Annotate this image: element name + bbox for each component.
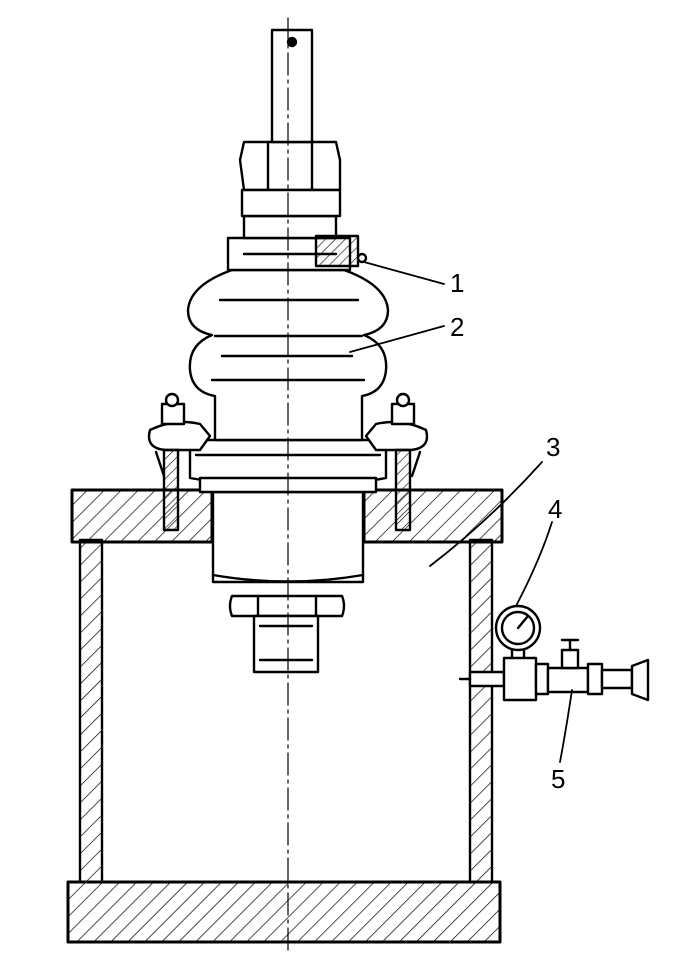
sealing-plug — [314, 234, 368, 268]
tank-right-wall — [468, 538, 494, 884]
pressure-gauge — [494, 604, 542, 662]
tank-left-wall — [78, 538, 104, 884]
callout-labels: 1 2 3 4 5 — [450, 268, 565, 794]
top-hex-nut — [238, 140, 342, 218]
valve-assembly — [458, 638, 650, 702]
bottom-nut — [228, 594, 346, 674]
leader-lines — [349, 261, 573, 763]
callout-4: 4 — [548, 494, 562, 524]
callout-3: 3 — [546, 432, 560, 462]
base-plate — [66, 880, 502, 944]
callout-5: 5 — [551, 764, 565, 794]
callout-2: 2 — [450, 312, 464, 342]
top-cover-plate — [70, 488, 504, 544]
callout-1: 1 — [450, 268, 464, 298]
right-clamp-bolt — [364, 392, 429, 532]
conductor-rod — [270, 28, 314, 144]
left-clamp-bolt — [147, 392, 212, 532]
